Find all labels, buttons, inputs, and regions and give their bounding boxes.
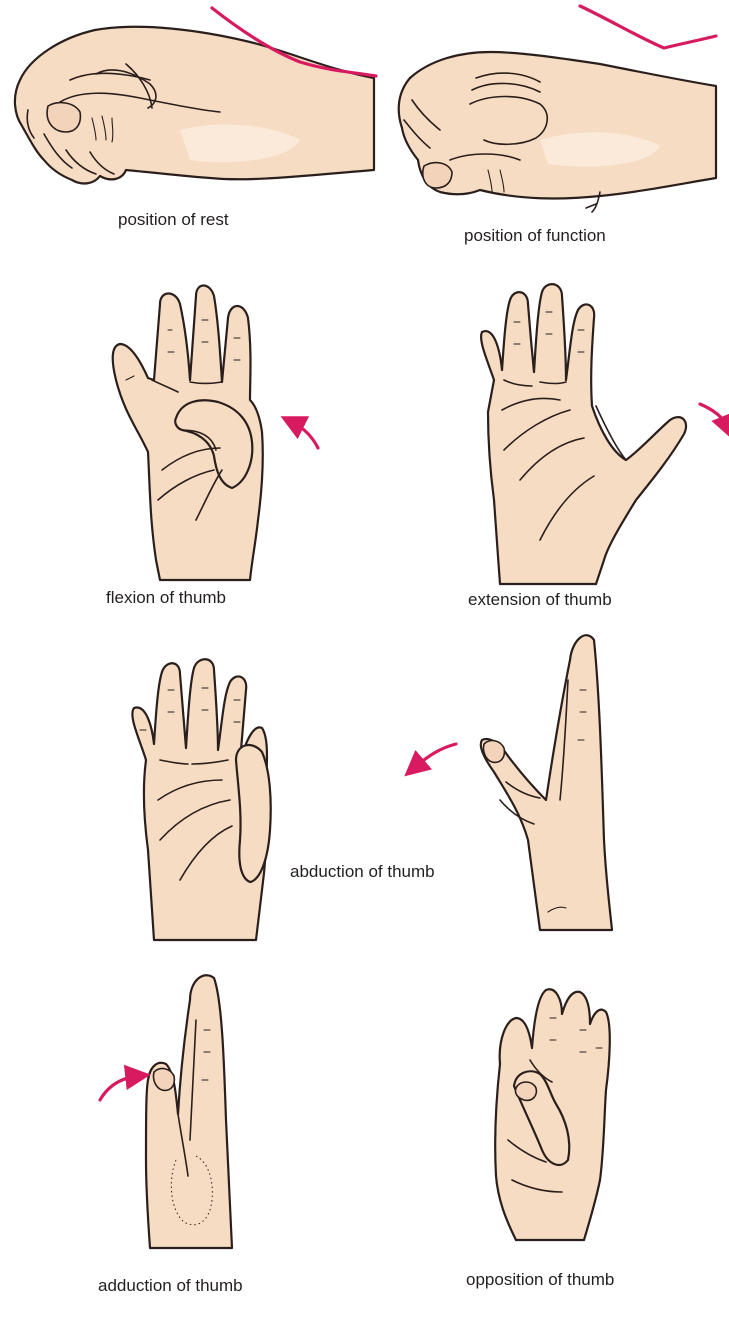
adduction-hand-illustration — [100, 975, 232, 1248]
caption-opposition-of-thumb: opposition of thumb — [466, 1270, 614, 1290]
abduction-side-illustration — [414, 635, 612, 930]
caption-abduction-of-thumb: abduction of thumb — [290, 862, 435, 882]
caption-position-of-function: position of function — [464, 226, 606, 246]
abduction-palm-illustration — [132, 659, 270, 940]
extension-hand-illustration — [481, 284, 728, 584]
function-hand-illustration — [399, 6, 716, 212]
caption-extension-of-thumb: extension of thumb — [468, 590, 612, 610]
opposition-hand-illustration — [495, 989, 610, 1240]
caption-flexion-of-thumb: flexion of thumb — [106, 588, 226, 608]
caption-adduction-of-thumb: adduction of thumb — [98, 1276, 243, 1296]
rest-hand-illustration — [15, 8, 376, 183]
flexion-hand-illustration — [113, 286, 318, 581]
caption-position-of-rest: position of rest — [118, 210, 229, 230]
